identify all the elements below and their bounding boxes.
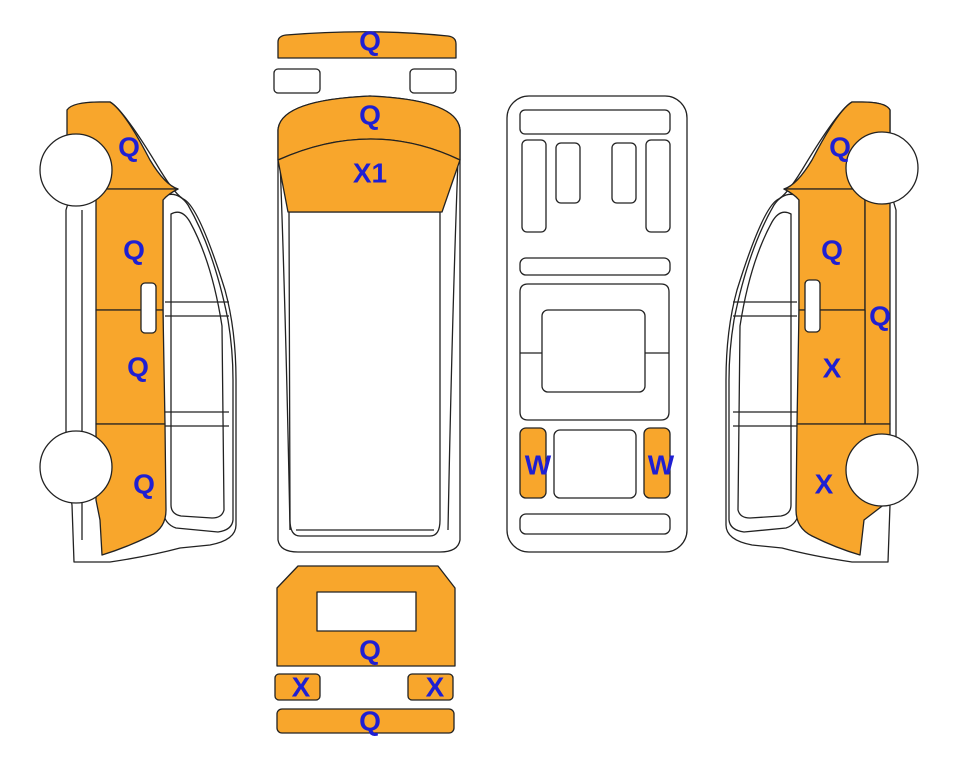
left-side-view: Q Q Q Q — [39, 101, 237, 563]
rear-light-left-panel — [274, 673, 321, 701]
code-rear-light-right: X — [426, 672, 445, 703]
code-right-rear-quarter: X — [815, 469, 834, 500]
right-rear-wheel — [845, 433, 919, 507]
code-left-rear-door: Q — [127, 352, 149, 383]
left-front-wheel — [39, 133, 113, 207]
left-rear-wheel — [39, 430, 113, 504]
headlight-right — [409, 68, 457, 94]
headlight-left — [273, 68, 321, 94]
right-side-view: Q Q Q X X — [725, 101, 919, 563]
rear-view: Q X X Q — [274, 565, 456, 737]
front-bumper-top-panel — [277, 31, 457, 59]
code-left-front-fender: Q — [118, 132, 140, 163]
left-front-door-panel — [95, 188, 179, 311]
code-hood: Q — [359, 100, 381, 131]
code-right-front-door: Q — [821, 235, 843, 266]
code-windshield: X1 — [353, 158, 387, 189]
underbody-view: W W — [506, 95, 688, 553]
code-rear-bumper: Q — [359, 706, 381, 737]
rear-light-right-panel — [407, 673, 454, 701]
underbody-right-panel — [643, 427, 671, 499]
code-left-front-door: Q — [123, 235, 145, 266]
rear-window — [316, 591, 417, 632]
right-front-wheel — [845, 131, 919, 205]
code-front-bumper-top: Q — [359, 26, 381, 57]
code-underbody-right: W — [648, 450, 675, 481]
code-right-pillar: Q — [869, 301, 891, 332]
windshield-panel — [277, 138, 461, 213]
left-rear-quarter-panel — [95, 423, 167, 556]
rear-bumper-panel — [276, 708, 455, 734]
code-left-rear-quarter: Q — [133, 469, 155, 500]
code-right-front-fender: Q — [829, 132, 851, 163]
underbody-left-panel — [519, 427, 547, 499]
code-rear-door: Q — [359, 635, 381, 666]
code-right-rear-door: X — [823, 353, 842, 384]
top-view: Q Q X1 — [273, 26, 461, 553]
code-rear-light-left: X — [292, 672, 311, 703]
code-underbody-left: W — [525, 450, 552, 481]
